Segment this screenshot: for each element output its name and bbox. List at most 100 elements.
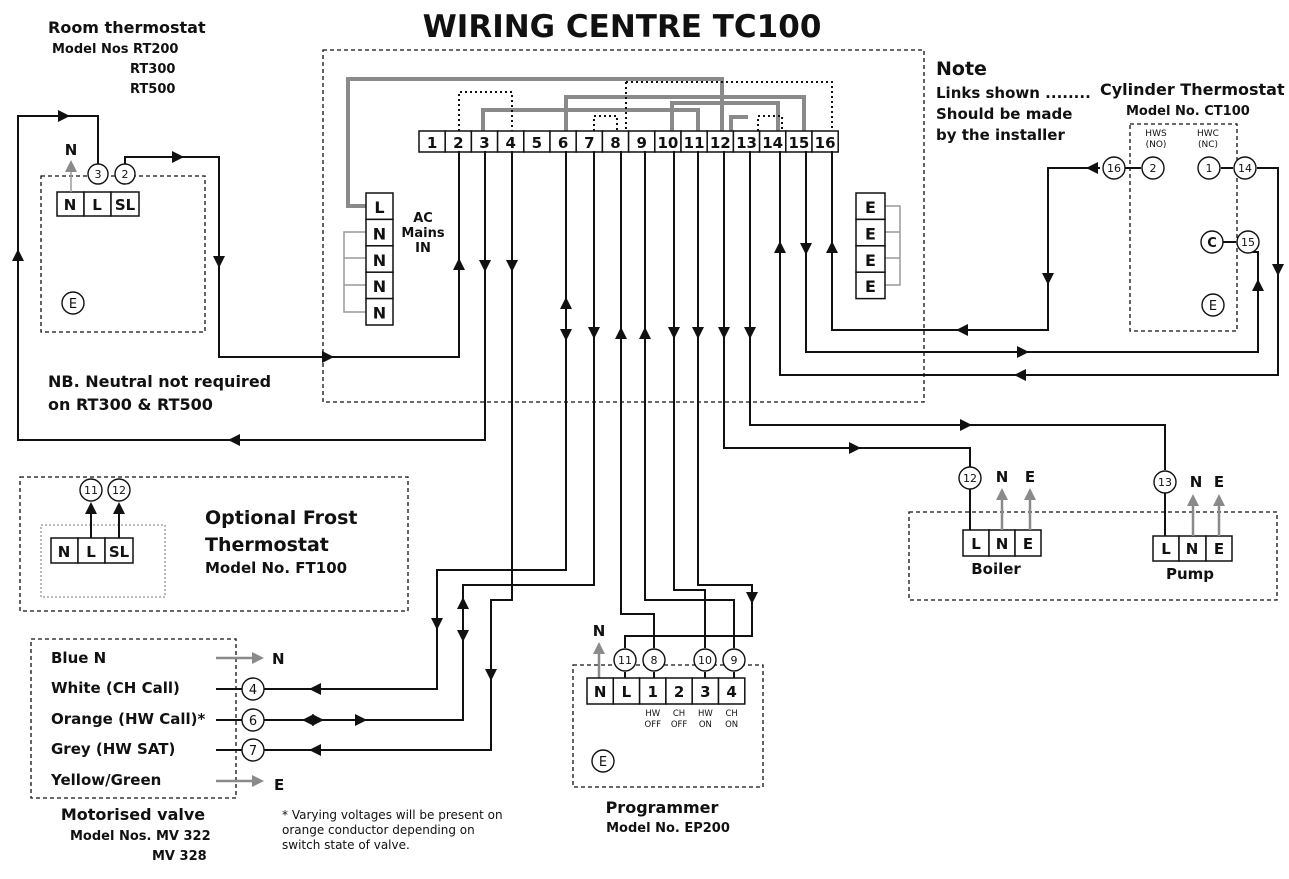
mv-wire-blue: Blue N bbox=[51, 649, 106, 667]
earth-terminal-1 bbox=[855, 218, 886, 247]
frost-thermostat-title-2: Thermostat bbox=[205, 534, 329, 556]
mv-wire-white: White (CH Call) bbox=[51, 679, 180, 697]
programmer-sublabel-1-a: CH bbox=[673, 709, 685, 719]
wiring-centre-enclosure bbox=[322, 49, 925, 403]
boiler-terminal-n: N bbox=[996, 535, 1009, 553]
mv-wire-yellow: Yellow/Green bbox=[50, 771, 161, 789]
motorised-valve-title: Motorised valve bbox=[61, 805, 205, 824]
earth-label-2: E bbox=[865, 251, 876, 270]
ft-terminal-sl: SL bbox=[109, 543, 130, 561]
pump-label: Pump bbox=[1166, 565, 1214, 583]
programmer-terminal-4 bbox=[691, 677, 720, 705]
rt-terminal-l: L bbox=[92, 196, 102, 214]
programmer-sublabel-0-a: HW bbox=[645, 709, 660, 719]
boiler-terminal-l: L bbox=[971, 535, 981, 553]
earth-terminal-3 bbox=[855, 271, 886, 300]
motorised-valve-model-2: MV 328 bbox=[152, 849, 207, 864]
mv-wire-grey: Grey (HW SAT) bbox=[51, 740, 175, 758]
cyl-earth-symbol bbox=[1201, 293, 1225, 317]
programmer-terminal-1 bbox=[612, 677, 641, 705]
boiler-e-label: E bbox=[1025, 468, 1035, 486]
room-thermostat-model: Model Nos RT200 bbox=[52, 42, 178, 57]
programmer-title: Programmer bbox=[606, 798, 719, 817]
mains-label-0: L bbox=[374, 198, 384, 217]
programmer-earth-label: E bbox=[599, 755, 607, 770]
boiler-n-label: N bbox=[996, 468, 1009, 486]
terminal-label-6: 6 bbox=[558, 134, 568, 152]
rt-n-label: N bbox=[65, 141, 78, 159]
frost-thermostat-enclosure bbox=[19, 476, 409, 612]
footnote-line-2: orange conductor depending on bbox=[282, 823, 475, 837]
svg-text:7: 7 bbox=[249, 744, 257, 759]
svg-text:1: 1 bbox=[1206, 162, 1213, 175]
mv-e-out: E bbox=[274, 776, 284, 794]
svg-text:8: 8 bbox=[651, 654, 658, 667]
earth-label-3: E bbox=[865, 277, 876, 296]
note-line-1: Links shown ........ bbox=[936, 84, 1091, 102]
note-line-2: Should be made bbox=[936, 105, 1072, 123]
motorised-valve-model: Model Nos. MV 322 bbox=[70, 829, 211, 844]
pump-n-label: N bbox=[1190, 473, 1203, 491]
svg-text:10: 10 bbox=[698, 654, 712, 667]
svg-text:9: 9 bbox=[731, 654, 738, 667]
terminal-label-8: 8 bbox=[610, 134, 620, 152]
rt-terminal-sl: SL bbox=[115, 196, 136, 214]
earth-terminal-2 bbox=[855, 245, 886, 273]
frost-thermostat-title-1: Optional Frost bbox=[205, 507, 357, 529]
terminal-label-1: 1 bbox=[427, 134, 437, 152]
mains-caption-3: IN bbox=[415, 241, 431, 256]
terminal-label-10: 10 bbox=[657, 134, 678, 152]
terminal-label-2: 2 bbox=[453, 134, 463, 152]
internal-links bbox=[343, 77, 901, 313]
terminal-label-9: 9 bbox=[636, 134, 646, 152]
hwc-label: HWC bbox=[1197, 129, 1219, 139]
terminal-label-14: 14 bbox=[762, 134, 783, 152]
earth-label-1: E bbox=[865, 224, 876, 243]
mains-label-4: N bbox=[373, 304, 386, 323]
terminal-label-7: 7 bbox=[584, 134, 594, 152]
arrowheads bbox=[12, 110, 1284, 756]
room-thermostat-model-2: RT300 bbox=[130, 62, 175, 77]
nb-note-line-2: on RT300 & RT500 bbox=[48, 395, 213, 414]
programmer-sublabel-2-b: ON bbox=[699, 720, 712, 730]
hwc-sub: (NC) bbox=[1198, 140, 1218, 150]
mv-n-out: N bbox=[272, 650, 285, 668]
svg-text:15: 15 bbox=[1241, 236, 1255, 249]
cylinder-thermostat-title: Cylinder Thermostat bbox=[1100, 80, 1285, 99]
terminal-label-11: 11 bbox=[684, 134, 705, 152]
terminal-label-12: 12 bbox=[710, 134, 731, 152]
programmer-terminal-label-4: 3 bbox=[700, 683, 710, 701]
terminal-label-13: 13 bbox=[736, 134, 757, 152]
programmer-terminal-5 bbox=[717, 677, 746, 705]
programmer-enclosure bbox=[572, 664, 764, 788]
svg-text:11: 11 bbox=[84, 484, 98, 497]
rt-terminal-n: N bbox=[64, 196, 77, 214]
programmer-earth-symbol bbox=[591, 749, 615, 773]
terminal-label-15: 15 bbox=[788, 134, 809, 152]
svg-text:2: 2 bbox=[1150, 162, 1157, 175]
hws-sub: (NO) bbox=[1146, 140, 1167, 150]
ft-terminal-n: N bbox=[58, 543, 71, 561]
room-thermostat-model-3: RT500 bbox=[130, 82, 175, 97]
cylinder-wiring bbox=[779, 151, 1279, 376]
nb-note-line-1: NB. Neutral not required bbox=[48, 372, 271, 391]
svg-text:2: 2 bbox=[122, 168, 129, 181]
svg-text:16: 16 bbox=[1107, 162, 1121, 175]
boiler-pump-enclosure bbox=[908, 511, 1278, 601]
cylinder-thermostat-model: Model No. CT100 bbox=[1126, 104, 1250, 119]
boiler-label: Boiler bbox=[971, 560, 1021, 578]
programmer-model: Model No. EP200 bbox=[606, 821, 730, 836]
mains-label-2: N bbox=[373, 251, 386, 270]
room-thermostat-wiring bbox=[17, 115, 486, 441]
programmer-terminal-0 bbox=[586, 677, 615, 705]
boiler-pump-wiring bbox=[723, 151, 1166, 537]
room-thermostat-enclosure bbox=[40, 175, 206, 333]
mains-terminal-4 bbox=[365, 297, 394, 326]
programmer-sublabel-2-a: HW bbox=[698, 709, 713, 719]
programmer-wiring bbox=[620, 151, 753, 678]
programmer-terminal-label-1: L bbox=[622, 683, 632, 701]
